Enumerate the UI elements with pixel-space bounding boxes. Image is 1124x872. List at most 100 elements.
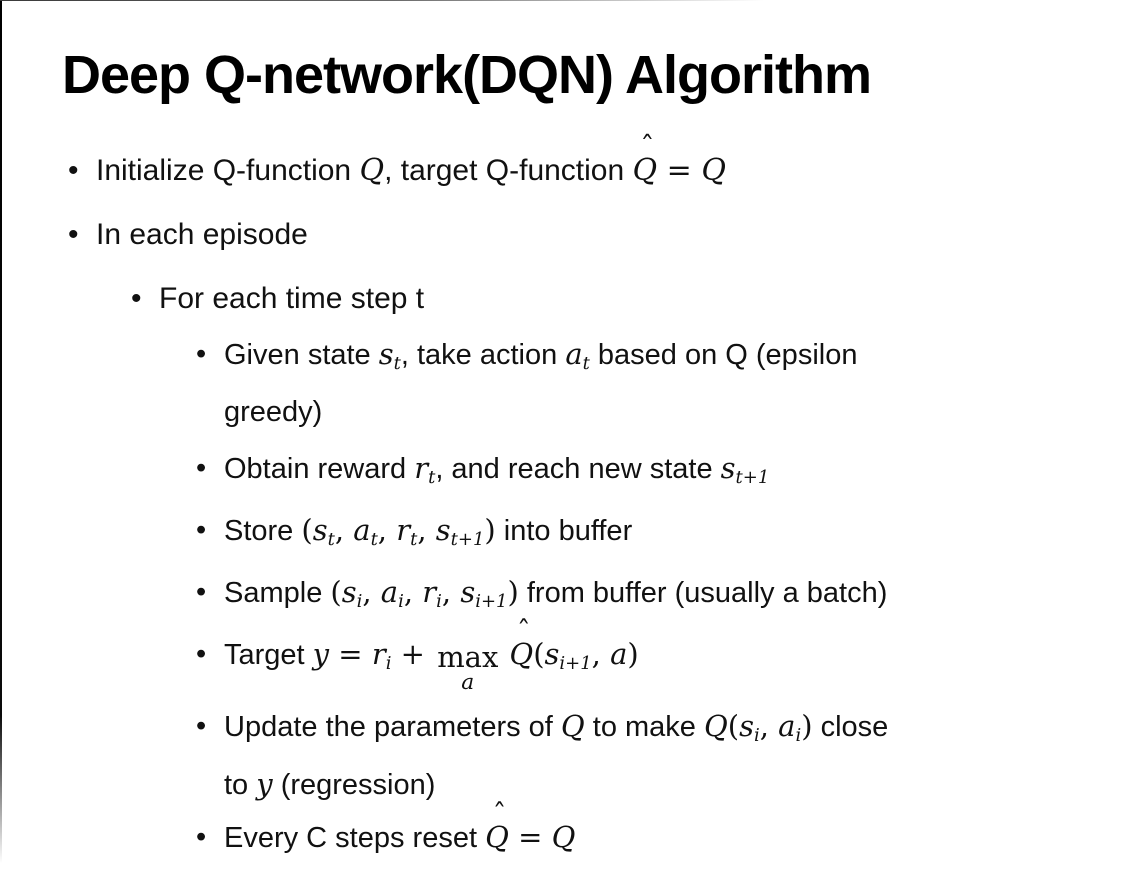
text-run: In each episode: [96, 218, 308, 251]
text-run: Update the parameters of: [224, 711, 561, 744]
bullet-marker: •: [68, 154, 79, 187]
math-subscript: i: [385, 653, 392, 675]
text-run: close: [812, 711, 889, 744]
math-subscript: i: [436, 591, 442, 613]
math-subscript: t+1: [735, 467, 770, 489]
math-variable: s: [720, 451, 736, 486]
bullet-text: In each episode: [96, 210, 1110, 260]
bullet-marker: •: [196, 710, 207, 743]
text-run: For each time step t: [159, 282, 425, 315]
math-variable: a: [380, 575, 399, 610]
math-subscript: t: [582, 353, 590, 375]
math-punctuation: =: [657, 153, 702, 188]
hat-accent: ˆ: [516, 615, 531, 648]
math-variable: Q: [485, 820, 509, 855]
bullet-item: • Store (st, at, rt, st+1) into buffer: [0, 506, 1110, 564]
text-run: Every C steps reset: [224, 822, 486, 855]
bullet-item: •Update the parameters of Q to make Q(si…: [0, 702, 1110, 809]
math-variable: a: [778, 709, 796, 744]
bullet-item: • Sample (si, ai, ri, si+1) from buffer (…: [0, 568, 1110, 626]
bullet-text: Given state st, take action at based on …: [224, 330, 1110, 436]
math-variable: a: [610, 637, 628, 672]
text-run: (regression): [272, 769, 436, 802]
bullet-marker: •: [131, 282, 142, 315]
math-variable: Q: [701, 153, 726, 188]
operator-name: max: [437, 640, 499, 675]
text-run: Target: [224, 639, 313, 672]
math-punctuation: ,: [403, 575, 423, 610]
math-punctuation: ,: [759, 709, 779, 744]
bullet-marker: •: [196, 638, 207, 671]
bullet-text: Store (st, at, rt, st+1) into buffer: [224, 506, 1110, 564]
text-run: into buffer: [495, 515, 633, 548]
math-variable: Q: [551, 820, 576, 855]
math-punctuation: (: [533, 637, 545, 672]
text-run: Sample: [224, 577, 331, 610]
math-punctuation: ,: [334, 513, 354, 548]
bullet-text: Initialize Q-function Q, target Q-functi…: [96, 134, 1110, 196]
text-run: Given state: [224, 339, 379, 371]
bullet-item: • Initialize Q-function Q, target Q-funct…: [0, 134, 1110, 196]
bullet-marker: •: [196, 338, 207, 370]
math-punctuation: ,: [377, 513, 397, 548]
math-variable: s: [435, 513, 451, 548]
bullet-marker: •: [68, 218, 79, 251]
slide-title: Deep Q-network(DQN) Algorithm: [62, 45, 872, 105]
math-punctuation: (: [301, 513, 313, 548]
bullet-item: •Obtain reward rt, and reach new state s…: [0, 444, 1110, 502]
math-punctuation: ): [627, 637, 639, 672]
math-punctuation: ,: [417, 513, 436, 548]
left-window-edge: [0, 0, 2, 872]
math-subscript: t+1: [450, 529, 485, 551]
top-window-edge: [0, 0, 1124, 1]
math-variable: a: [565, 337, 583, 371]
math-punctuation: ): [484, 513, 496, 548]
text-run: [501, 639, 509, 671]
math-variable: Q: [703, 709, 728, 744]
math-subscript: i+1: [559, 653, 592, 675]
hat-accent: ˆ: [640, 131, 655, 165]
text-run: to: [224, 769, 257, 802]
math-punctuation: ,: [362, 575, 381, 610]
math-variable: Q: [509, 637, 534, 672]
text-run: Initialize Q-function: [96, 154, 360, 187]
math-punctuation: =: [329, 637, 372, 672]
math-variable: y: [256, 767, 273, 802]
bullet-list: • Initialize Q-function Q, target Q-funct…: [0, 134, 1110, 866]
math-subscript: t: [428, 467, 436, 489]
math-variable: y: [312, 637, 330, 672]
math-variable: Q: [632, 153, 658, 188]
text-run: to make: [584, 711, 704, 744]
bullet-marker: •: [196, 821, 207, 854]
math-punctuation: ): [801, 709, 813, 744]
bullet-marker: •: [196, 514, 207, 547]
math-subscript: t: [410, 529, 418, 551]
bullet-marker: •: [196, 576, 207, 609]
math-variable: r: [396, 513, 411, 548]
math-variable: Q: [359, 153, 385, 188]
bullet-text: Sample (si, ai, ri, si+1) from buffer (u…: [224, 568, 1110, 626]
hat-accent: ˆ: [492, 798, 507, 831]
text-run: , and reach new state: [435, 453, 721, 486]
math-variable: r: [371, 637, 386, 672]
math-subscript: t: [393, 353, 401, 375]
math-variable: s: [312, 513, 328, 548]
bullet-item: • Given state st, take action at based on…: [0, 330, 1110, 436]
bullet-text: For each time step t: [159, 274, 1110, 324]
math-subscript: i: [356, 591, 363, 613]
math-punctuation: (: [727, 709, 740, 744]
math-punctuation: =: [508, 820, 552, 855]
text-run: greedy): [224, 396, 323, 429]
bullet-item: • For each time step t: [0, 274, 1110, 324]
math-subscript: i+1: [475, 591, 508, 613]
operator-subscript: a: [461, 669, 475, 695]
